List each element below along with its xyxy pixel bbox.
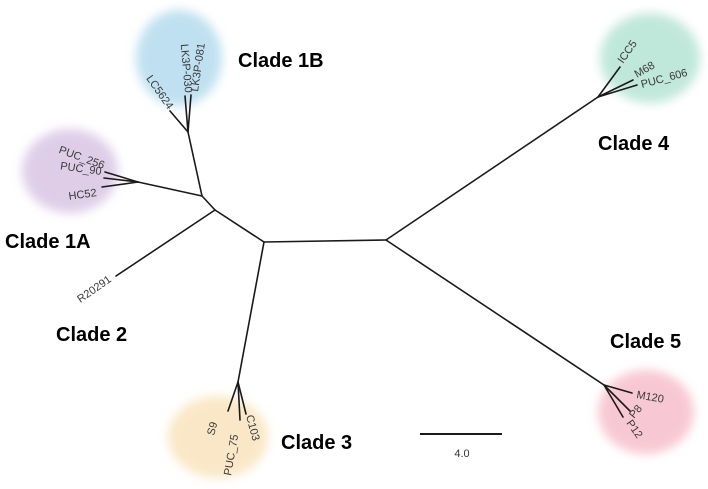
internal-branch	[201, 195, 216, 211]
internal-branch	[115, 209, 216, 277]
leaf-branch	[237, 381, 241, 421]
leaf-branch	[184, 95, 189, 133]
leaf-branch	[597, 66, 621, 98]
scale-bar: 4.0	[420, 433, 502, 460]
clade-highlights	[22, 10, 700, 478]
leaf-label-s9: S9	[205, 421, 220, 437]
tree-branches	[101, 66, 638, 421]
internal-branch	[187, 131, 203, 197]
clade-1b-highlight	[136, 10, 222, 106]
leaf-label-puc90: PUC_90	[59, 160, 102, 178]
clade-3-label: Clade 3	[281, 432, 352, 454]
leaf-label-m120: M120	[635, 389, 664, 406]
leaf-label-lk3p030: LK3P-030	[178, 43, 194, 93]
leaf-branch	[104, 171, 139, 183]
internal-branch	[137, 181, 203, 197]
clade-1a-highlight	[22, 129, 118, 213]
clade-5-highlight	[598, 370, 694, 454]
leaf-labels: LC5624 LK3P-030 LK3P-081 PUC_256 PUC_90 …	[57, 38, 689, 476]
leaf-branch	[237, 381, 247, 415]
leaf-label-r20291: R20291	[75, 274, 113, 306]
internal-branch	[385, 239, 605, 386]
leaf-label-hc52: HC52	[68, 187, 98, 203]
clade-1b-label: Clade 1B	[238, 50, 324, 72]
clade-5-label: Clade 5	[610, 331, 681, 353]
leaf-branch	[169, 110, 189, 133]
leaf-branch	[603, 384, 633, 394]
internal-branch	[263, 239, 387, 243]
clade-labels: Clade 1B Clade 1A Clade 2 Clade 3 Clade …	[5, 50, 681, 454]
clade-1a-label: Clade 1A	[5, 231, 91, 253]
leaf-branch	[103, 177, 139, 183]
clade-4-label: Clade 4	[598, 133, 670, 155]
leaf-branch	[187, 94, 192, 133]
leaf-branch	[101, 181, 139, 188]
leaf-branch	[603, 384, 624, 418]
leaf-branch	[597, 84, 638, 98]
leaf-branch	[597, 79, 634, 98]
clade-4-highlight	[600, 13, 700, 103]
internal-branch	[214, 209, 265, 243]
leaf-branch	[603, 384, 631, 412]
leaf-branch	[227, 381, 239, 412]
scale-bar-label: 4.0	[454, 448, 469, 460]
internal-branch	[385, 96, 599, 241]
internal-branch	[237, 241, 265, 383]
clade-2-label: Clade 2	[56, 324, 127, 346]
clade-3-highlight	[168, 396, 268, 478]
